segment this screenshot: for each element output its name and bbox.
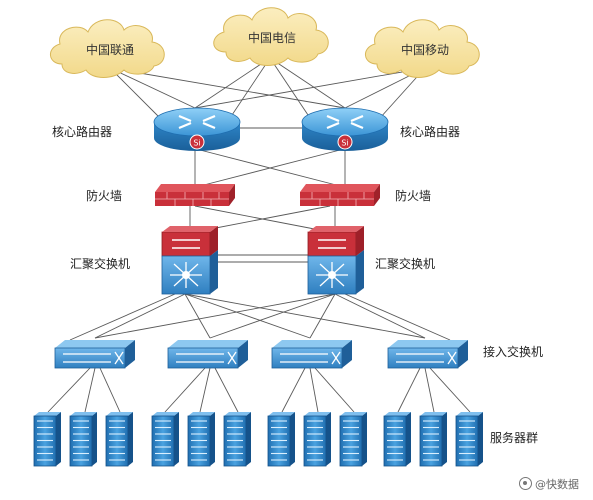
label-core-router-right: 核心路由器 — [400, 124, 460, 139]
server — [303, 412, 331, 467]
switch-arrows-icon — [172, 239, 200, 249]
server — [419, 412, 447, 467]
firewall-left — [155, 184, 235, 206]
aggregation-switch-right — [307, 226, 364, 295]
label-core-router-left: 核心路由器 — [52, 124, 112, 139]
switch-arrows-icon — [396, 351, 457, 365]
cloud-china-telecom: 中国电信 — [213, 7, 329, 66]
router-badge-icon — [337, 134, 353, 150]
access-switches — [54, 340, 468, 369]
cloud-label: 中国电信 — [248, 30, 296, 45]
cloud-china-mobile: 中国移动 — [365, 19, 480, 78]
switch-arrows-icon — [176, 351, 237, 365]
aggregation-switch-left — [161, 226, 218, 295]
server — [267, 412, 295, 467]
watermark-logo-icon — [519, 477, 532, 490]
router-arrows-icon — [178, 114, 216, 130]
router-arrows-icon — [326, 114, 364, 130]
server — [223, 412, 251, 467]
server — [339, 412, 367, 467]
server — [383, 412, 411, 467]
server — [33, 412, 61, 467]
switch-arrows-icon — [318, 239, 346, 249]
switch-arrows-icon — [63, 351, 124, 365]
server — [69, 412, 97, 467]
switch-arrows-icon — [280, 351, 341, 365]
server — [455, 412, 483, 467]
access-switch — [271, 340, 352, 369]
core-router-right: Si — [301, 107, 389, 151]
watermark-text: @快数据 — [535, 478, 579, 491]
cloud-label: 中国联通 — [86, 42, 134, 57]
watermark: @快数据 — [519, 476, 579, 492]
label-aggregation-right: 汇聚交换机 — [375, 256, 435, 271]
access-switch — [167, 340, 248, 369]
access-switch — [387, 340, 468, 369]
label-firewall-left: 防火墙 — [86, 188, 122, 203]
access-switch — [54, 340, 135, 369]
cloud-label: 中国移动 — [401, 42, 449, 57]
label-access-switch: 接入交换机 — [483, 344, 543, 359]
core-router-left: Si — [153, 107, 241, 151]
server-group — [33, 412, 483, 467]
router-badge: Si — [193, 139, 200, 148]
label-firewall-right: 防火墙 — [395, 188, 431, 203]
server — [151, 412, 179, 467]
server — [105, 412, 133, 467]
brick-pattern — [155, 192, 229, 206]
router-badge-icon — [189, 134, 205, 150]
brick-pattern — [300, 192, 374, 206]
label-aggregation-left: 汇聚交换机 — [70, 256, 130, 271]
firewall-right — [300, 184, 380, 206]
server — [187, 412, 215, 467]
router-badge: Si — [341, 139, 348, 148]
label-server-group: 服务器群 — [490, 430, 538, 445]
cloud-china-unicom: 中国联通 — [50, 19, 165, 78]
